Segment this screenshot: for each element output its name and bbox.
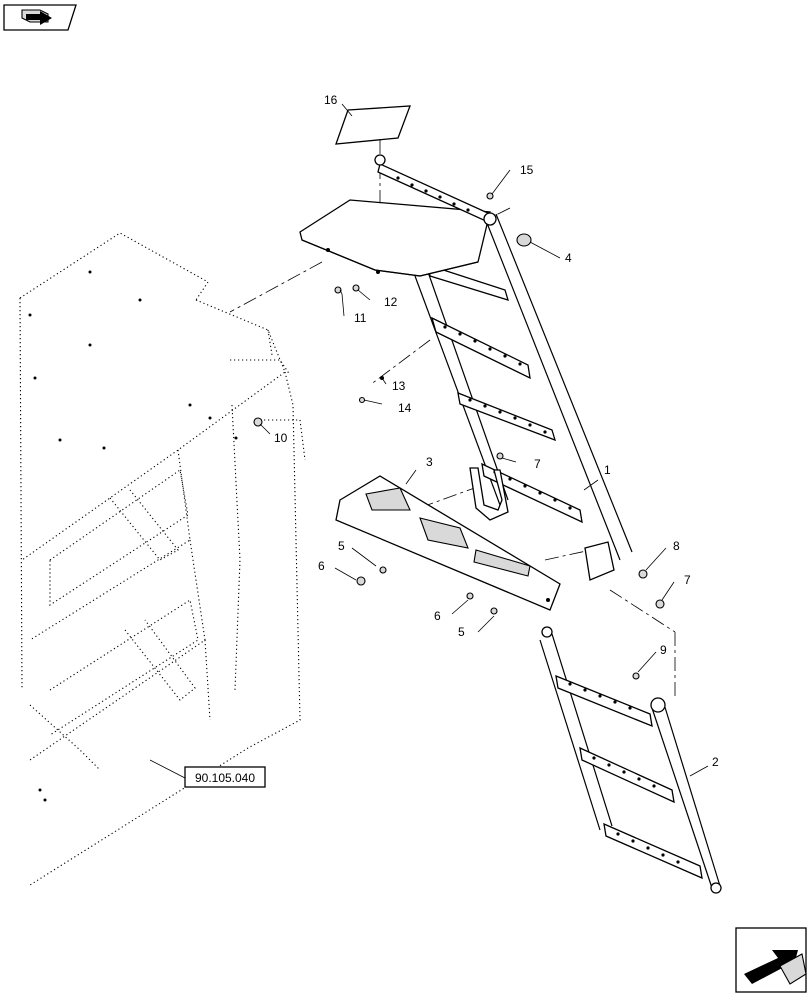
cap-part-4 [516,233,532,247]
assembly-lines [229,140,676,700]
reference-label: 90.105.040 [195,771,255,785]
callout-label: 11 [354,311,367,325]
callout-label: 7 [684,573,691,587]
callout-label: 16 [324,93,338,107]
callout-label: 15 [520,163,534,177]
reference-box[interactable]: 90.105.040 [149,759,266,788]
direction-arrow-icon[interactable] [735,927,807,993]
callout-label: 9 [660,643,667,657]
callout-label: 6 [434,609,441,623]
ladder-assembly-part-1[interactable] [299,154,633,581]
decal-part-16[interactable] [335,105,411,145]
callout-label: 6 [318,559,325,573]
callout-label: 2 [712,755,719,769]
callout-label: 10 [274,431,288,445]
callout-label: 8 [673,539,680,553]
book-arrow-icon[interactable] [3,4,77,31]
callout-label: 5 [338,539,345,553]
callout-label: 4 [565,251,572,265]
callout-label: 1 [604,463,611,477]
callout-label: 3 [426,455,433,469]
callout-label: 5 [458,625,465,639]
machine-frame [19,232,306,886]
callout-label: 14 [398,401,412,415]
callout-label: 7 [534,457,541,471]
callout-label: 12 [384,295,398,309]
callout-labels: 1 2 3 4 5 5 6 6 7 7 8 9 10 11 12 13 14 1… [274,93,719,769]
step-bracket-part-3[interactable] [335,475,561,611]
lower-ladder-part-2[interactable] [539,626,722,894]
leader-lines [259,103,709,777]
callout-label: 13 [392,379,406,393]
